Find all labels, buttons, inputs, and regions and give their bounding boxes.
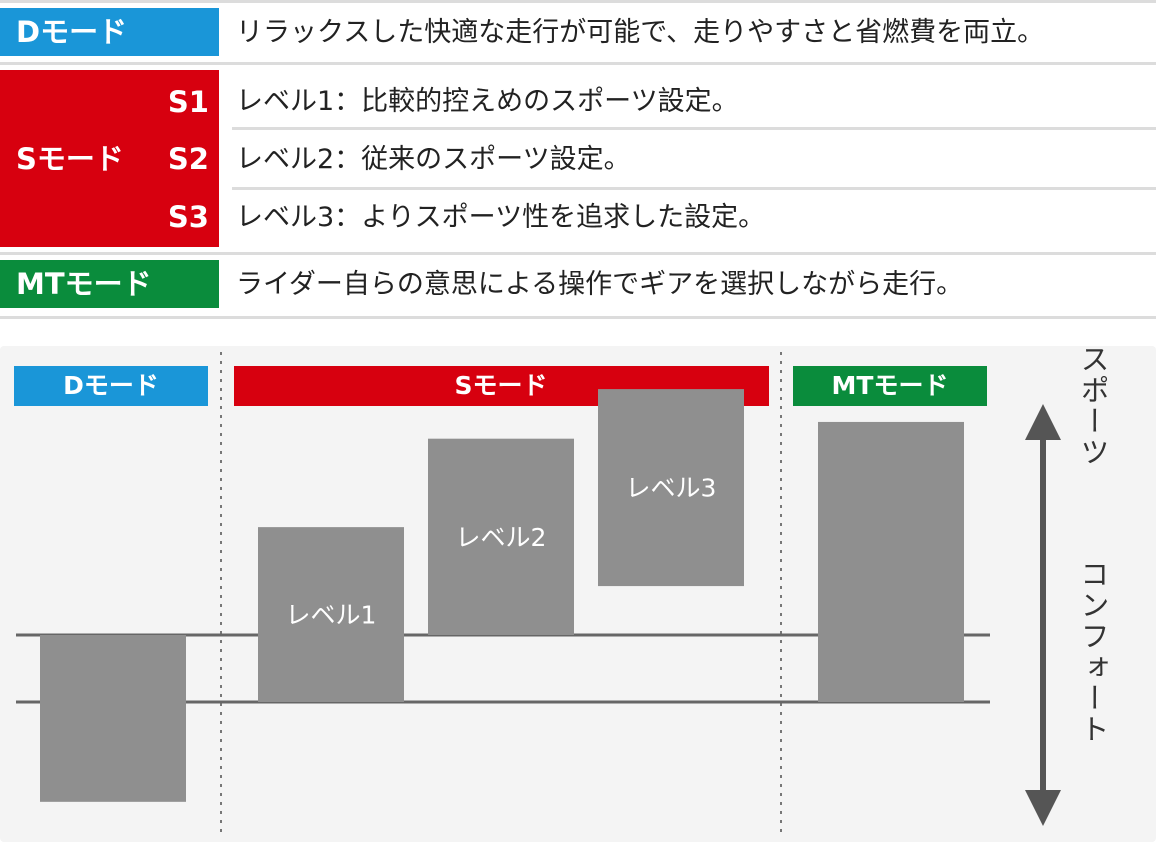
s1-tag: S1 — [167, 85, 209, 119]
level-box-label: レベル3 — [626, 474, 717, 503]
level-box-label: レベル1 — [286, 601, 377, 630]
diagram-header-mt-mode — [793, 366, 987, 406]
diagram-header-s-mode-text: Sモード — [454, 371, 547, 400]
d-mode-label-text: Dモード — [16, 15, 128, 49]
row-divider — [0, 62, 1156, 65]
s3-tag: S3 — [167, 200, 209, 234]
sub-row-divider — [232, 127, 1156, 130]
table-bottom-border — [0, 316, 1156, 319]
s2-tag: S2 — [167, 142, 209, 176]
arrow-up-icon — [1025, 404, 1061, 440]
level-box-label: レベル2 — [456, 523, 547, 552]
diagram-header-d-mode — [14, 366, 208, 406]
mt-mode-label: MTモード — [0, 260, 219, 308]
level-box — [258, 527, 404, 702]
table-top-border — [0, 0, 1156, 3]
level-box — [818, 421, 964, 702]
mt-mode-description: ライダー自らの意思による操作でギアを選択しながら走行。 — [236, 269, 964, 300]
s1-description: レベル1：比較的控えめのスポーツ設定。 — [236, 86, 739, 117]
level-box — [40, 635, 186, 802]
axis-label-comfort: コンフォート — [1076, 559, 1110, 745]
level-box — [428, 438, 574, 635]
s3-description: レベル3：よりスポーツ性を追求した設定。 — [236, 202, 766, 233]
d-mode-label: Dモード — [0, 8, 219, 56]
d-mode-description: リラックスした快適な走行が可能で、走りやすさと省燃費を両立。 — [236, 17, 1045, 48]
s-mode-label-text: Sモード — [16, 142, 124, 176]
diagram-header-mt-mode-text: MTモード — [832, 371, 949, 400]
sub-row-divider — [232, 187, 1156, 190]
mode-comparison-diagram: Dモード Sモード MTモード レベル1 レベル2 レベル3 スポーツ コンフォート — [0, 346, 1156, 842]
row-divider — [0, 252, 1156, 255]
level-box — [598, 389, 744, 587]
s2-description: レベル2：従来のスポーツ設定。 — [236, 144, 631, 175]
diagram-header-d-mode-text: Dモード — [63, 371, 159, 400]
s-mode-label: Sモード S1 S2 S3 — [0, 70, 219, 247]
diagram-svg: Dモード Sモード MTモード レベル1 レベル2 レベル3 スポーツ コンフォート — [0, 346, 1156, 842]
arrow-down-icon — [1025, 790, 1061, 826]
axis-label-sport: スポーツ — [1076, 346, 1110, 468]
mt-mode-label-text: MTモード — [16, 267, 152, 301]
